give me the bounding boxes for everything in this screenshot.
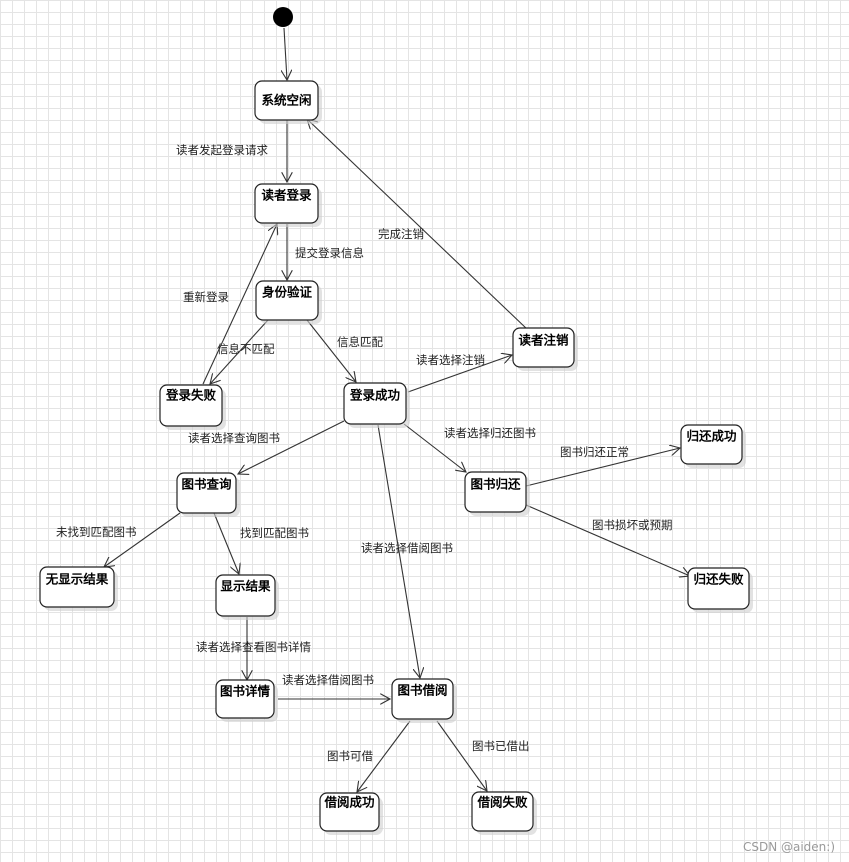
state-login-ok-label: 登录成功	[349, 388, 400, 403]
label-return-fail: 图书损坏或预期	[592, 518, 673, 532]
state-no-result: 无显示结果	[39, 566, 118, 611]
state-borrow-ok: 借阅成功	[319, 792, 383, 835]
transition-query-found	[213, 512, 239, 574]
state-return-fail: 归还失败	[687, 567, 753, 613]
transition-logout-idle	[307, 119, 529, 331]
label-query-none: 未找到匹配图书	[56, 525, 137, 539]
transition-return-fail	[525, 504, 690, 576]
transition-verify-ok	[306, 319, 356, 382]
state-show-result-label: 显示结果	[220, 579, 271, 594]
label-borrow-ok: 图书可借	[327, 749, 373, 763]
transition-fail-login	[202, 224, 277, 385]
transition-ok-return	[403, 423, 466, 472]
label-return-ok: 图书归还正常	[560, 445, 629, 459]
state-login: 读者登录	[254, 183, 322, 227]
label-borrow-fail: 图书已借出	[472, 739, 530, 753]
state-query: 图书查询	[176, 472, 240, 517]
label-ok-query: 读者选择查询图书	[188, 431, 280, 445]
transition-query-none	[104, 512, 181, 567]
state-return-ok: 归还成功	[680, 424, 746, 468]
state-borrow-fail: 借阅失败	[471, 791, 537, 835]
transition-borrow-ok	[357, 720, 411, 792]
label-fail-login: 重新登录	[183, 290, 229, 304]
state-return-ok-label: 归还成功	[686, 429, 736, 444]
transition-borrow-fail	[436, 720, 487, 791]
state-borrow-label: 图书借阅	[397, 683, 447, 698]
state-verify-label: 身份验证	[262, 285, 313, 300]
state-borrow-fail-label: 借阅失败	[476, 795, 528, 810]
state-return-label: 图书归还	[470, 477, 521, 492]
label-logout-idle: 完成注销	[378, 227, 424, 241]
state-no-result-label: 无显示结果	[45, 572, 109, 587]
state-detail-label: 图书详情	[220, 684, 271, 699]
label-verify-fail: 信息不匹配	[217, 342, 275, 356]
transition-return-ok	[525, 448, 680, 487]
state-verify: 身份验证	[255, 280, 322, 324]
label-login-verify: 提交登录信息	[295, 246, 364, 260]
label-ok-return: 读者选择归还图书	[444, 426, 536, 440]
state-borrow-ok-label: 借阅成功	[323, 795, 374, 810]
state-idle-label: 系统空闲	[261, 93, 311, 108]
state-return-fail-label: 归还失败	[693, 572, 744, 587]
state-login-ok: 登录成功	[343, 382, 410, 428]
state-query-label: 图书查询	[181, 477, 232, 492]
label-ok-logout: 读者选择注销	[416, 353, 485, 367]
label-ok-borrow: 读者选择借阅图书	[361, 541, 453, 555]
transition-ok-borrow	[377, 424, 420, 678]
transition-verify-fail	[210, 319, 269, 384]
label-idle-login: 读者发起登录请求	[176, 143, 268, 157]
state-return: 图书归还	[464, 471, 530, 516]
transition-ok-query	[238, 420, 345, 474]
state-logout-label: 读者注销	[518, 333, 569, 348]
state-login-fail: 登录失败	[159, 384, 226, 430]
transition-ok-logout	[407, 355, 512, 393]
label-result-detail: 读者选择查看图书详情	[196, 640, 311, 654]
state-logout: 读者注销	[512, 327, 578, 371]
watermark: CSDN @aiden:)	[742, 840, 835, 854]
state-login-fail-label: 登录失败	[165, 388, 217, 403]
state-borrow: 图书借阅	[391, 678, 457, 723]
state-idle: 系统空闲	[254, 80, 322, 124]
state-detail: 图书详情	[215, 679, 278, 722]
initial-state	[273, 7, 293, 27]
label-detail-borrow: 读者选择借阅图书	[282, 673, 374, 687]
label-query-found: 找到匹配图书	[240, 526, 309, 540]
label-verify-ok: 信息匹配	[337, 335, 383, 349]
transition-start-idle	[284, 27, 287, 80]
state-show-result: 显示结果	[215, 574, 279, 620]
state-login-label: 读者登录	[261, 188, 312, 203]
